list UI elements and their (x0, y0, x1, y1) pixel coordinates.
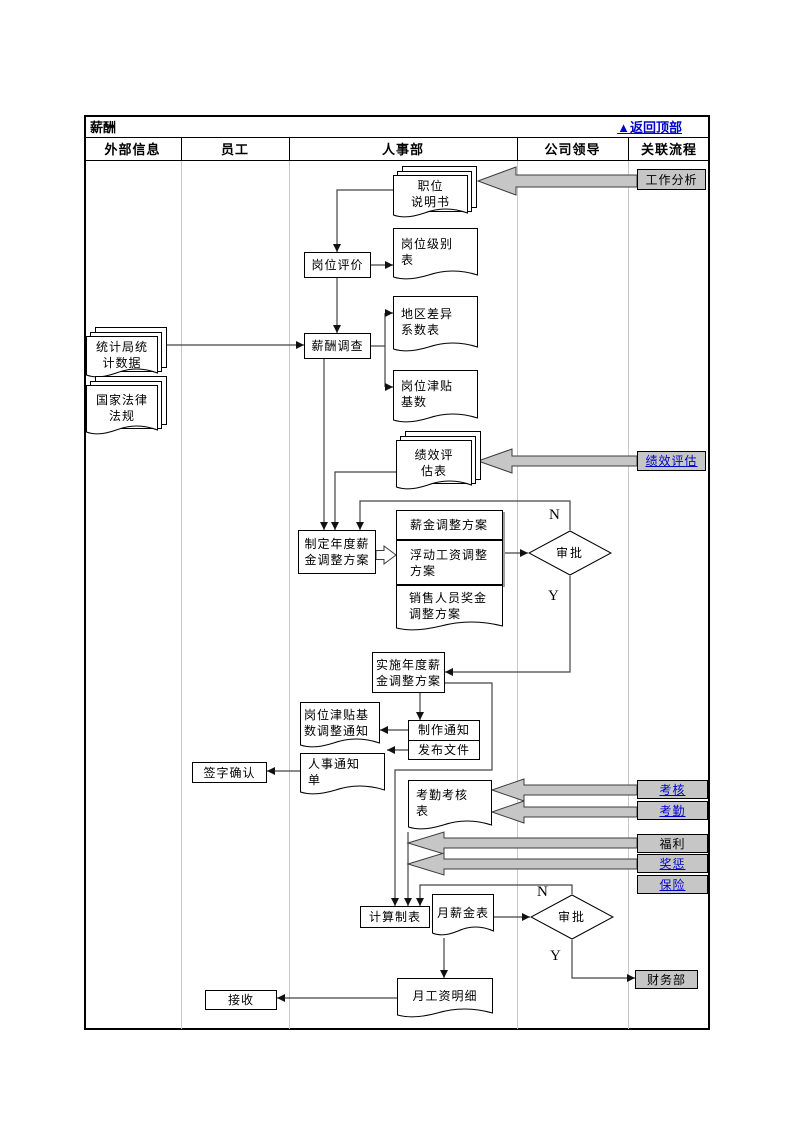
column-separator (628, 160, 629, 1029)
doc-hr-notice-slip: 人事通知 单 (300, 753, 385, 797)
doc-attendance-assessment-form: 考勤考核 表 (408, 780, 492, 832)
doc-post-allowance-base: 岗位津贴 基数 (393, 370, 478, 425)
process-calculate-tabulate: 计算制表 (360, 906, 430, 928)
table-border (84, 115, 710, 1030)
doc-floating-wage-plan: 浮动工资调整 方案 (396, 540, 503, 585)
related-assessment-link: 考核 (637, 780, 708, 799)
doc-region-coefficient-table: 地区差异 系数表 (393, 296, 478, 354)
branch-label-y: Y (548, 588, 559, 604)
process-make-notice-publish: 制作通知 发布文件 (408, 720, 480, 760)
doc-monthly-salary-table: 月薪金表 (432, 894, 494, 938)
column-separator (289, 160, 290, 1029)
column-header-employee: 员工 (220, 142, 249, 157)
doc-job-grade-table: 岗位级别 表 (393, 228, 478, 282)
header-cell-line (628, 137, 629, 160)
document-shape (393, 228, 478, 280)
document-shape (300, 753, 385, 795)
column-separator (517, 160, 518, 1029)
related-attendance-link: 考勤 (637, 801, 708, 820)
back-to-top-link[interactable]: ▲返回顶部 (617, 119, 682, 135)
process-sign-confirm: 签字确认 (192, 762, 267, 783)
decision-approval-1: 审批 (528, 530, 612, 576)
column-header-related-process: 关联流程 (640, 142, 697, 157)
doc-job-description: 职位 说明书 (393, 166, 477, 220)
related-welfare: 福利 (637, 834, 708, 853)
diamond-shape (530, 894, 614, 940)
document-shape (393, 175, 468, 218)
header-cell-line (181, 137, 182, 160)
branch-label-y: Y (550, 948, 561, 964)
column-header-leadership: 公司领导 (544, 142, 601, 157)
doc-statistics-bureau-data: 统计局统 计数据 (86, 327, 167, 380)
process-make-annual-plan: 制定年度薪 金调整方案 (298, 530, 376, 574)
document-shape (393, 370, 478, 423)
related-reward-punish-link: 奖惩 (637, 854, 708, 873)
doc-performance-eval-form: 绩效评 估表 (396, 431, 481, 492)
doc-national-laws: 国家法律 法规 (86, 376, 167, 437)
process-job-evaluation: 岗位评价 (304, 252, 371, 278)
process-make-notice: 制作通知 (409, 721, 479, 741)
document-shape (393, 296, 478, 352)
document-shape (86, 336, 158, 378)
doc-salary-adjustment-plan: 薪金调整方案 (396, 510, 503, 540)
related-work-analysis: 工作分析 (637, 169, 706, 190)
process-salary-survey: 薪酬调查 (304, 333, 371, 359)
process-implement-annual-plan: 实施年度薪 金调整方案 (372, 652, 445, 693)
document-shape (86, 385, 158, 435)
branch-label-n: N (549, 507, 560, 523)
related-performance-eval-link: 绩效评估 (637, 451, 706, 471)
decision-approval-2: 审批 (530, 894, 614, 940)
column-header-hr-dept: 人事部 (381, 142, 424, 157)
process-publish-document: 发布文件 (417, 742, 470, 757)
branch-label-n: N (537, 884, 548, 900)
doc-sales-bonus-plan: 销售人员奖金 调整方案 (396, 585, 503, 633)
page-title-text: 薪酬 (90, 119, 117, 135)
document-shape (397, 978, 493, 1018)
document-shape (396, 440, 472, 490)
related-insurance-link: 保险 (637, 875, 708, 894)
related-finance-dept: 财务部 (635, 970, 698, 989)
header-cell-line (289, 137, 290, 160)
header-cell-line (517, 137, 518, 160)
doc-allowance-adjust-notice: 岗位津贴基 数调整通知 (300, 702, 380, 750)
process-receive: 接收 (205, 990, 277, 1010)
column-header-external-info: 外部信息 (104, 142, 161, 157)
title-row-divider (84, 137, 710, 138)
header-row-divider (84, 160, 710, 161)
doc-monthly-wage-detail: 月工资明细 (397, 978, 493, 1020)
back-to-top-wrap: ▲返回顶部 (400, 115, 682, 137)
column-separator (181, 160, 182, 1029)
document-shape (300, 702, 380, 748)
page-title: 薪酬 (90, 115, 390, 137)
diamond-shape (528, 530, 612, 576)
